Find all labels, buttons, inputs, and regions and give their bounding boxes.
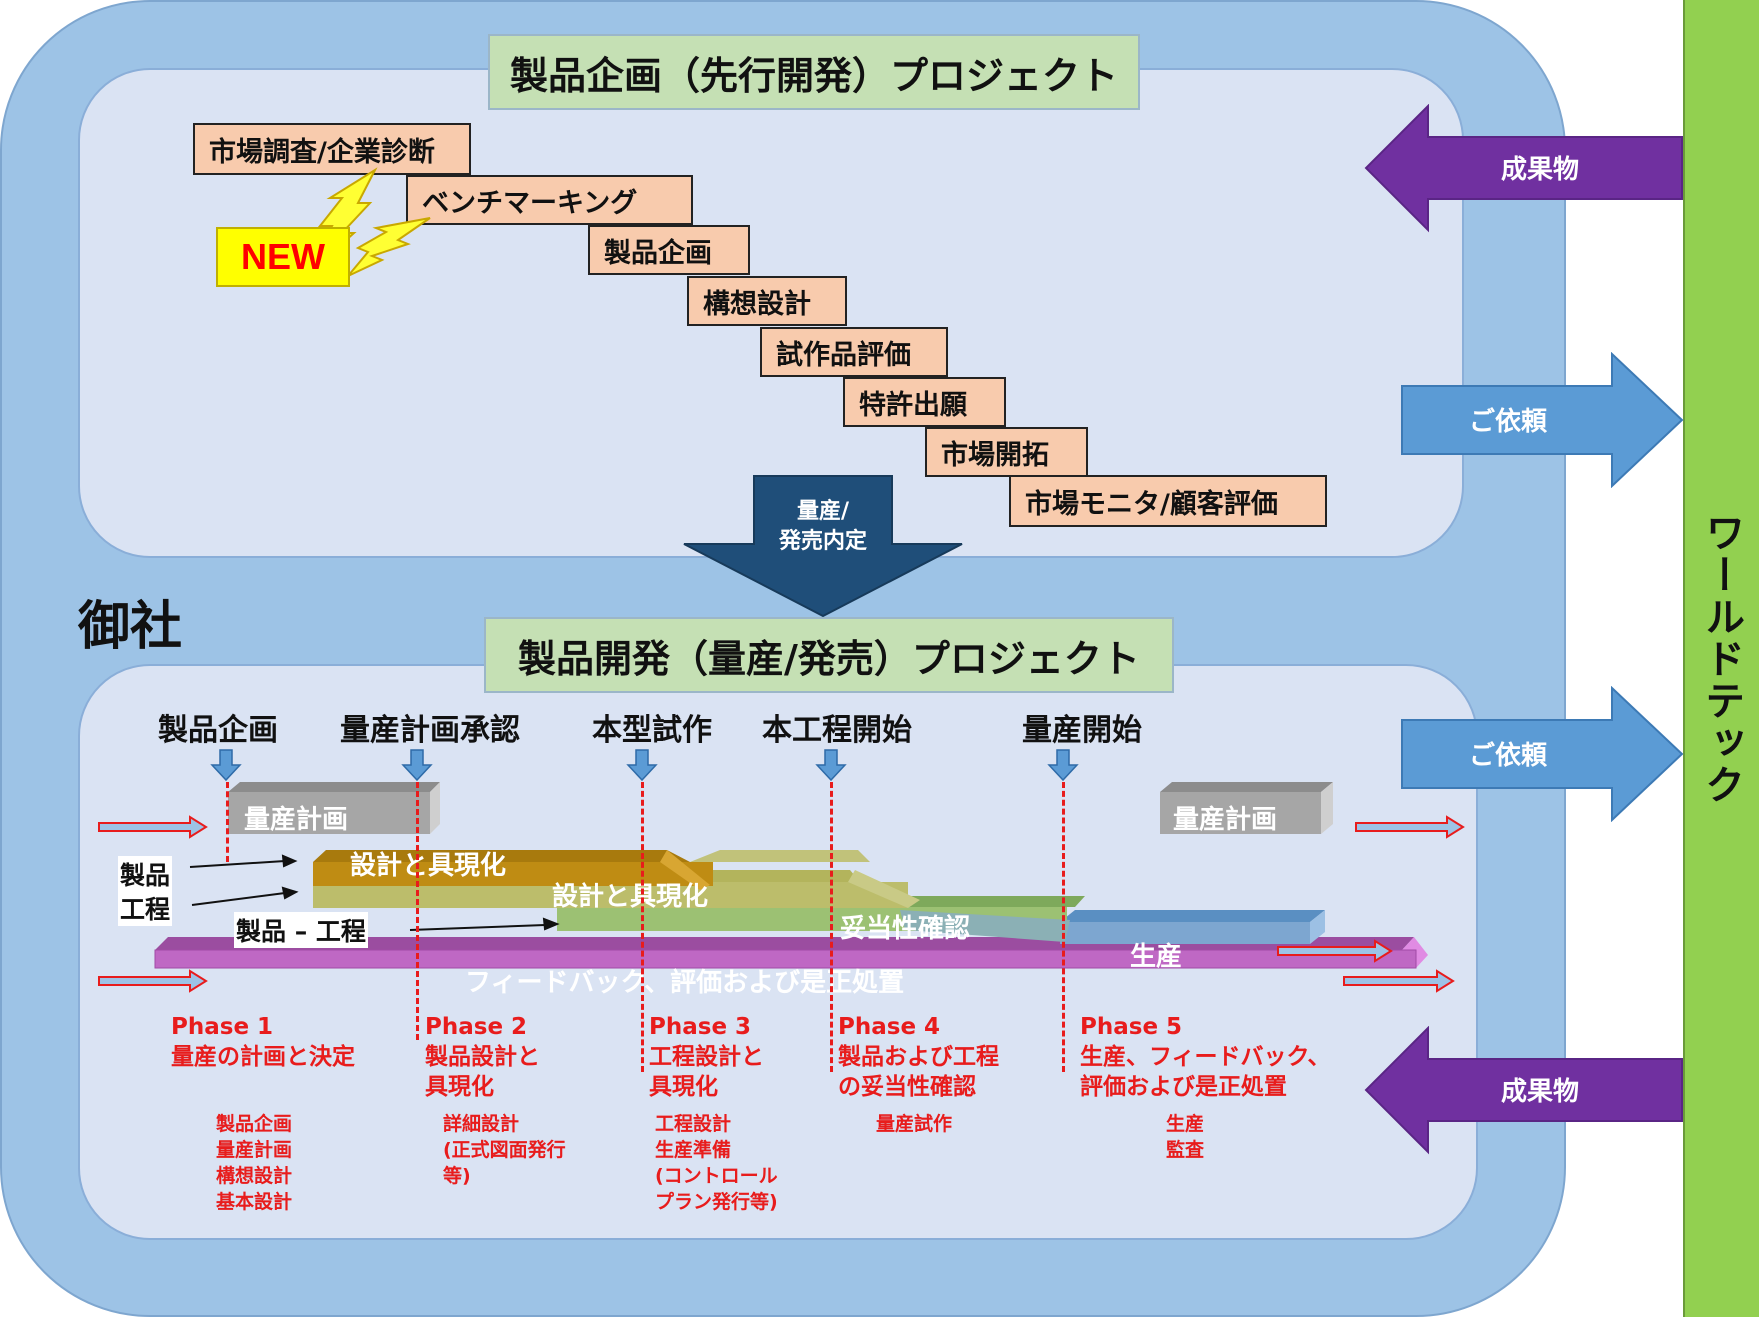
phase-2-items: 詳細設計 (正式図面発行 等) xyxy=(443,1113,566,1187)
phase-3-number: Phase 3 xyxy=(649,1014,752,1040)
milestone-line-4 xyxy=(830,782,833,1072)
step-patent-application: 特許出願 xyxy=(843,377,1006,427)
bar-validation: 妥当性確認 xyxy=(840,913,971,944)
phase-1: Phase 1 量産の計画と決定 xyxy=(171,1012,355,1072)
bottom-project-title: 製品開発（量産/発売）プロジェクト xyxy=(484,617,1174,693)
phase-1-items: 製品企画 量産計画 構想設計 基本設計 xyxy=(216,1113,293,1213)
milestone-line-5 xyxy=(1062,782,1065,1072)
milestone-production-process-start: 本工程開始 xyxy=(762,713,912,748)
deliverable-label-bottom: 成果物 xyxy=(1500,1076,1579,1107)
phase-4-title-1: 製品および工程 xyxy=(838,1044,999,1070)
phase-2-title-2: 具現化 xyxy=(425,1074,494,1100)
phase-1-number: Phase 1 xyxy=(171,1014,274,1040)
deliverable-arrow-top xyxy=(1364,104,1683,233)
milestone-line-3 xyxy=(641,782,644,1072)
side-label-product: 製品 xyxy=(118,856,173,892)
worldtec-bar xyxy=(1683,0,1759,1317)
milestone-mass-production-start: 量産開始 xyxy=(1022,713,1142,748)
bar-mass-production-plan-right: 量産計画 xyxy=(1173,804,1278,835)
milestone-product-planning: 製品企画 xyxy=(158,713,278,748)
transition-down-arrow xyxy=(683,475,963,618)
phase-5-title-2: 評価および是正処置 xyxy=(1080,1074,1287,1100)
step-product-planning: 製品企画 xyxy=(588,225,750,275)
request-arrow-bottom xyxy=(1401,686,1684,822)
bar-feedback: フィードバック、評価および是正処置 xyxy=(465,967,905,998)
milestone-mass-production-plan-approval: 量産計画承認 xyxy=(340,713,520,748)
request-label-top: ご依頼 xyxy=(1468,406,1547,437)
milestone-marker-icons xyxy=(210,749,1079,782)
phase-5: Phase 5 生産、フィードバック、 評価および是正処置 xyxy=(1080,1012,1330,1102)
phase-1-title: 量産の計画と決定 xyxy=(171,1044,355,1070)
phase-5-number: Phase 5 xyxy=(1080,1014,1183,1040)
phase-3: Phase 3 工程設計と 具現化 xyxy=(649,1012,764,1102)
step-market-monitoring: 市場モニタ/顧客評価 xyxy=(1009,475,1327,527)
request-arrow-top xyxy=(1401,352,1684,488)
worldtec-label: ワールドテック xyxy=(1698,511,1744,806)
side-label-product-process: 製品 – 工程 xyxy=(234,912,368,948)
down-arrow-label-1: 量産/ xyxy=(796,499,850,524)
step-concept-design: 構想設計 xyxy=(687,276,847,326)
step-market-research: 市場調査/企業診断 xyxy=(193,123,471,175)
client-label: 御社 xyxy=(78,597,183,657)
deliverable-arrow-bottom xyxy=(1364,1026,1683,1155)
phase-4-number: Phase 4 xyxy=(838,1014,941,1040)
bar-process-design: 設計と具現化 xyxy=(552,881,709,912)
phase-2: Phase 2 製品設計と 具現化 xyxy=(425,1012,540,1102)
request-label-bottom: ご依頼 xyxy=(1468,740,1547,771)
phase-5-title-1: 生産、フィードバック、 xyxy=(1080,1044,1331,1070)
step-market-development: 市場開拓 xyxy=(925,427,1088,477)
phase-4: Phase 4 製品および工程 の妥当性確認 xyxy=(838,1012,999,1102)
new-badge: NEW xyxy=(216,227,350,287)
phase-3-title-2: 具現化 xyxy=(649,1074,718,1100)
bar-mass-production-plan-left: 量産計画 xyxy=(244,804,349,835)
process-bars-diagram xyxy=(98,782,1465,993)
side-label-process: 工程 xyxy=(118,890,173,926)
phase-3-items: 工程設計 生産準備 (コントロール プラン発行等) xyxy=(655,1113,778,1213)
phase-4-items: 量産試作 xyxy=(876,1113,953,1135)
phase-4-title-2: の妥当性確認 xyxy=(838,1074,976,1100)
step-prototype-evaluation: 試作品評価 xyxy=(760,327,948,377)
bar-production: 生産 xyxy=(1130,941,1183,972)
milestone-production-mold-trial: 本型試作 xyxy=(592,713,712,748)
down-arrow-label-2: 発売内定 xyxy=(778,529,867,554)
milestone-line-1 xyxy=(226,782,229,862)
deliverable-label-top: 成果物 xyxy=(1500,154,1579,185)
phase-5-items: 生産 監査 xyxy=(1166,1113,1205,1161)
phase-3-title-1: 工程設計と xyxy=(649,1044,764,1070)
milestone-line-2 xyxy=(416,782,419,1040)
phase-2-number: Phase 2 xyxy=(425,1014,528,1040)
step-benchmarking: ベンチマーキング xyxy=(406,175,693,225)
bar-product-design: 設計と具現化 xyxy=(350,850,507,881)
phase-2-title-1: 製品設計と xyxy=(425,1044,540,1070)
top-project-title: 製品企画（先行開発）プロジェクト xyxy=(488,34,1140,110)
